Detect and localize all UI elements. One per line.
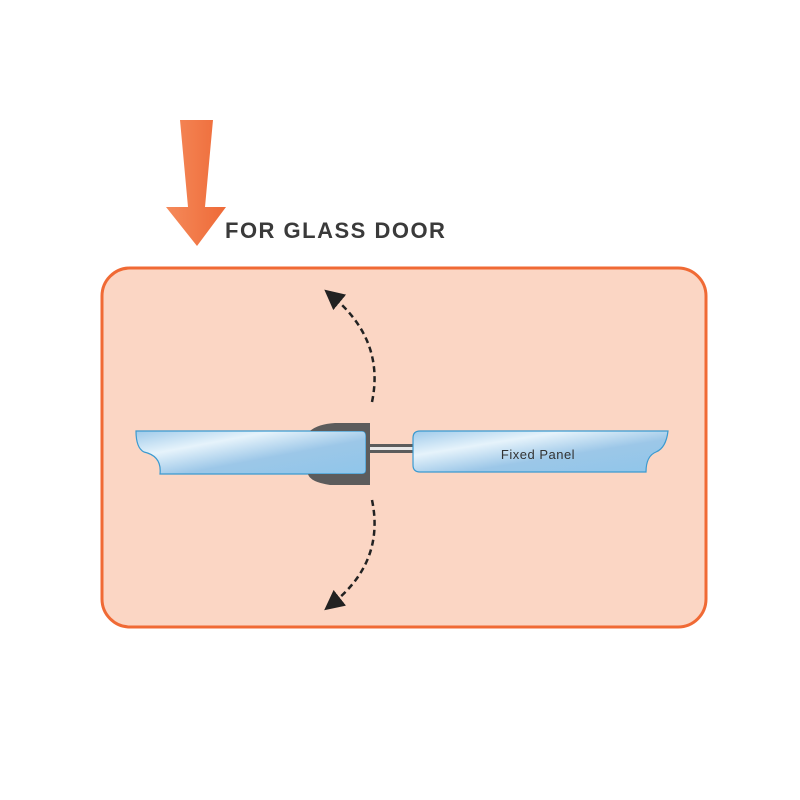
down-arrow-icon <box>166 120 226 246</box>
hinge-clamp <box>308 423 370 485</box>
fixed-panel-label: Fixed Panel <box>501 447 575 462</box>
swing-arc-up-icon <box>324 289 376 403</box>
rod-highlight <box>370 447 414 450</box>
diagram-title: FOR GLASS DOOR <box>225 218 447 243</box>
fixed-glass-panel <box>412 430 669 473</box>
swing-arc-down-icon <box>324 499 376 611</box>
door-glass-panel <box>135 430 367 475</box>
